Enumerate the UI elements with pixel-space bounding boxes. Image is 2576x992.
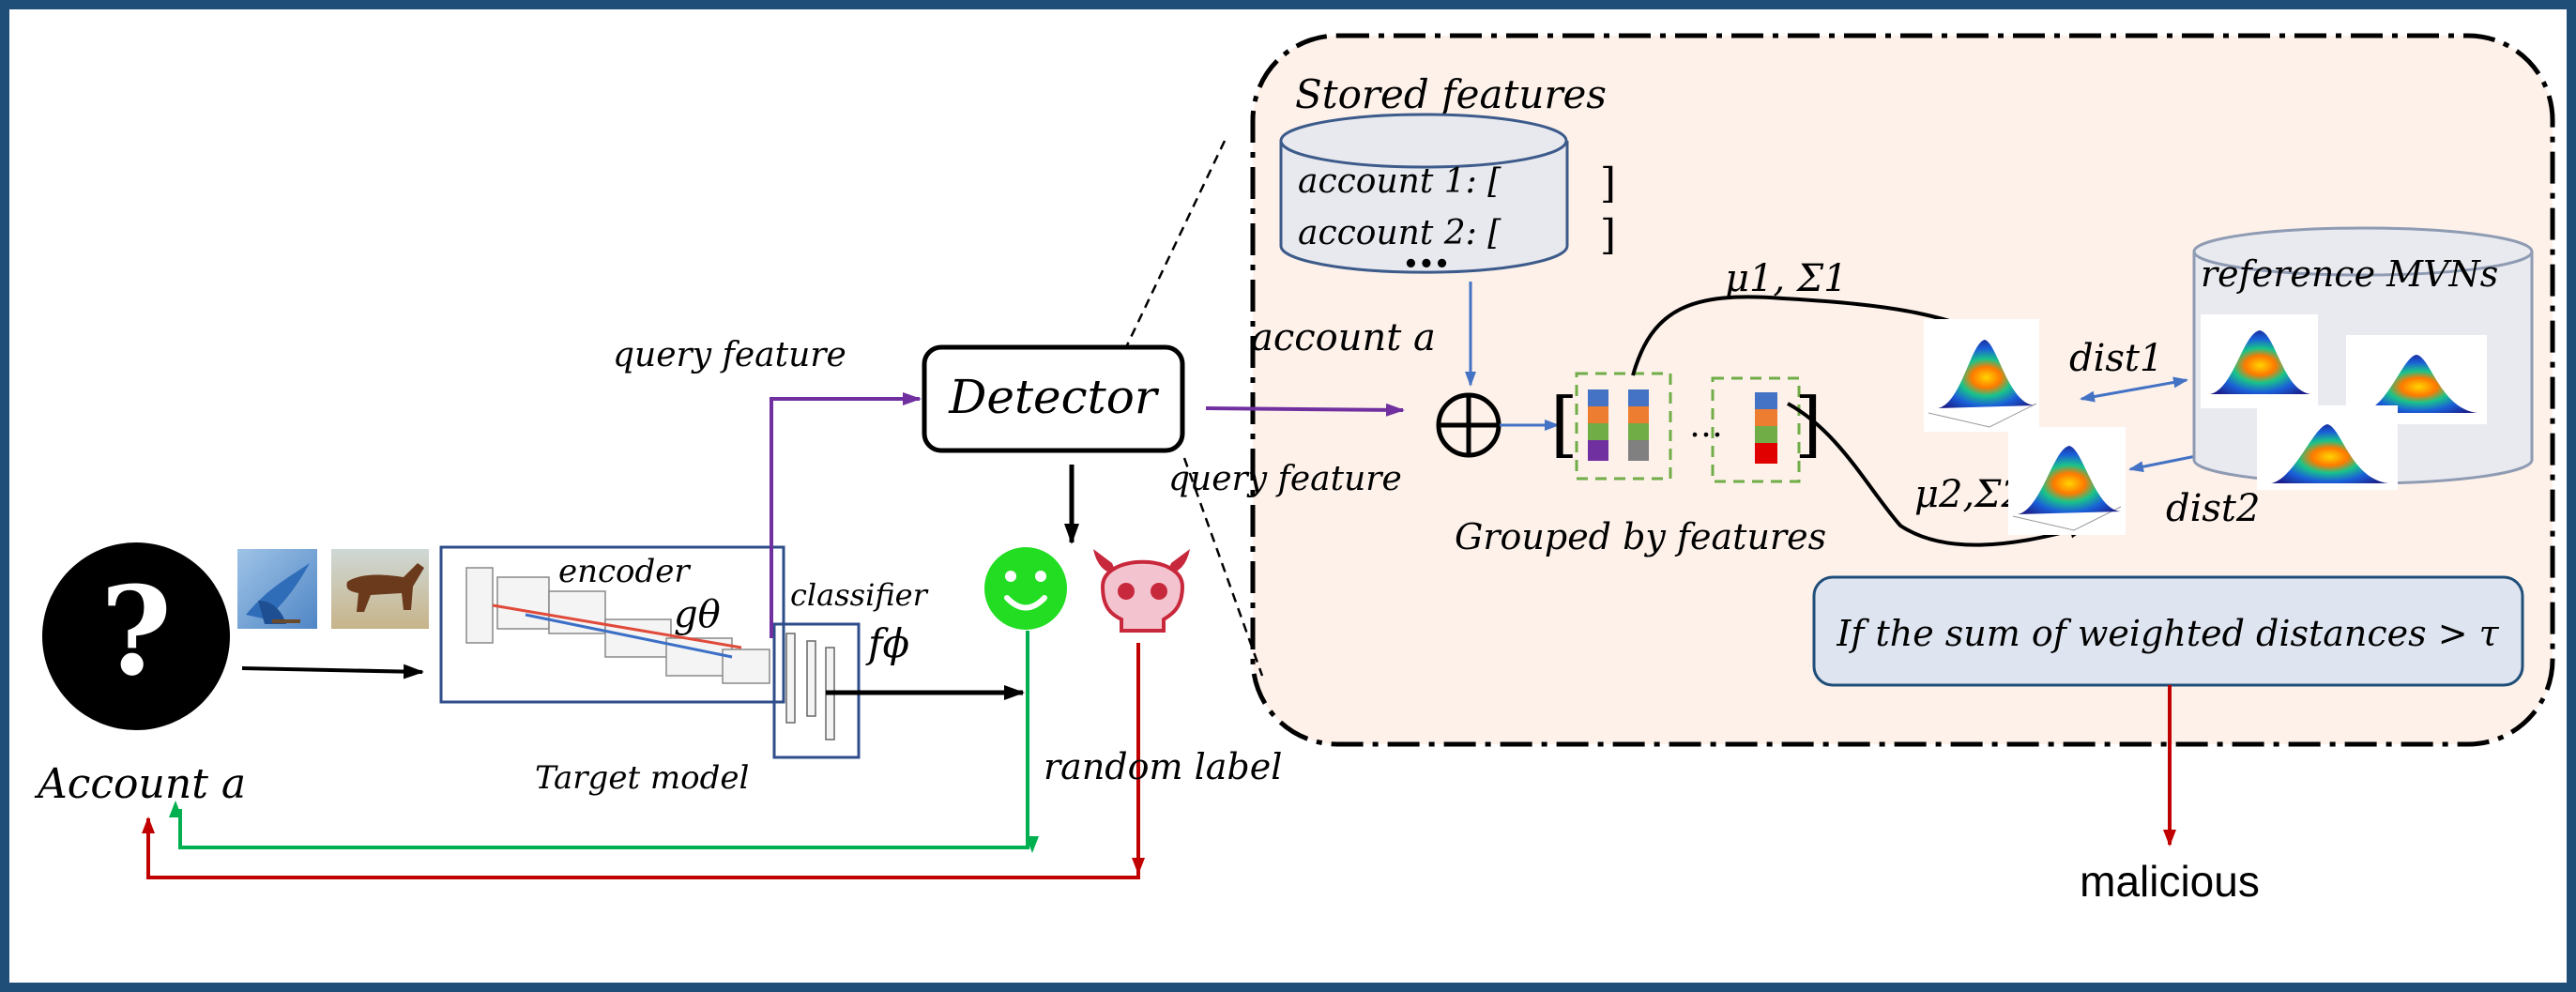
target-model-label: Target model <box>535 759 749 797</box>
dist1-label: dist1 <box>2069 337 2163 380</box>
bird-image <box>237 549 317 629</box>
encoder-layers <box>465 567 770 684</box>
devil-skull-icon <box>1093 549 1190 633</box>
query-feature-arrow-left <box>770 392 922 638</box>
feature-stack-2 <box>1755 392 1777 464</box>
smiley-icon <box>984 547 1067 630</box>
query-feature-top-label: query feature <box>613 336 846 374</box>
grouped-label: Grouped by features <box>1455 516 1826 557</box>
feature-stack-1 <box>1588 389 1649 461</box>
mu2-label: μ2,Σ2 <box>1914 473 2025 516</box>
dist2-label: dist2 <box>2166 487 2260 530</box>
bracket-close-1: ] <box>1600 160 1616 207</box>
mvn-plot-2 <box>2008 427 2126 535</box>
encoder-label: encoder <box>558 553 691 590</box>
stored-ellipsis: ••• <box>1403 251 1450 279</box>
horse-image <box>331 549 429 629</box>
mvn-plot-1 <box>1924 319 2039 432</box>
stored-features-db <box>1279 113 1569 274</box>
svg-text:?: ? <box>100 559 172 703</box>
detector-label: Detector <box>948 370 1160 424</box>
dist1-arrow <box>2080 376 2188 403</box>
classifier-symbol: fϕ <box>865 620 909 666</box>
group-bracket-open: [ <box>1550 382 1578 465</box>
classifier-label: classifier <box>790 577 929 613</box>
mu2-arrow <box>1787 402 2090 547</box>
reference-plot-1 <box>2201 314 2318 408</box>
feature-group-1 <box>1575 372 1672 481</box>
oplus-icon <box>1436 392 1501 458</box>
feature-group-2 <box>1711 376 1801 483</box>
query-feature-bottom-label: query feature <box>1168 460 1402 498</box>
random-label-text: random label <box>1044 746 1282 787</box>
input-arrow <box>241 664 424 679</box>
group-ellipsis: … <box>1689 406 1723 445</box>
benign-feedback-arrow <box>169 631 1029 849</box>
account-label: Account a <box>34 760 246 808</box>
malicious-feedback-arrow <box>142 643 1140 879</box>
zoom-line-top <box>1124 140 1227 348</box>
stored-row-1: account 1: [ <box>1298 162 1501 201</box>
detector-panel <box>1250 33 2555 747</box>
encoder-symbol: gθ <box>674 593 721 636</box>
stored-features-title: Stored features <box>1295 71 1607 117</box>
question-mark-icon: ? <box>42 542 230 730</box>
malicious-label: malicious <box>2080 857 2260 906</box>
reference-plot-3 <box>2257 405 2398 490</box>
mu1-label: μ1, Σ1 <box>1725 257 1848 300</box>
detector-box <box>922 344 1185 453</box>
zoom-line-bottom <box>1182 457 1264 677</box>
account-a-label: account a <box>1251 316 1436 359</box>
bracket-close-2: ] <box>1600 211 1616 259</box>
reference-label: reference MVNs <box>2201 253 2498 295</box>
query-feature-arrow-right <box>1205 403 1405 417</box>
condition-label: If the sum of weighted distances > τ <box>1836 613 2499 654</box>
stored-row-2: account 2: [ <box>1298 214 1501 252</box>
